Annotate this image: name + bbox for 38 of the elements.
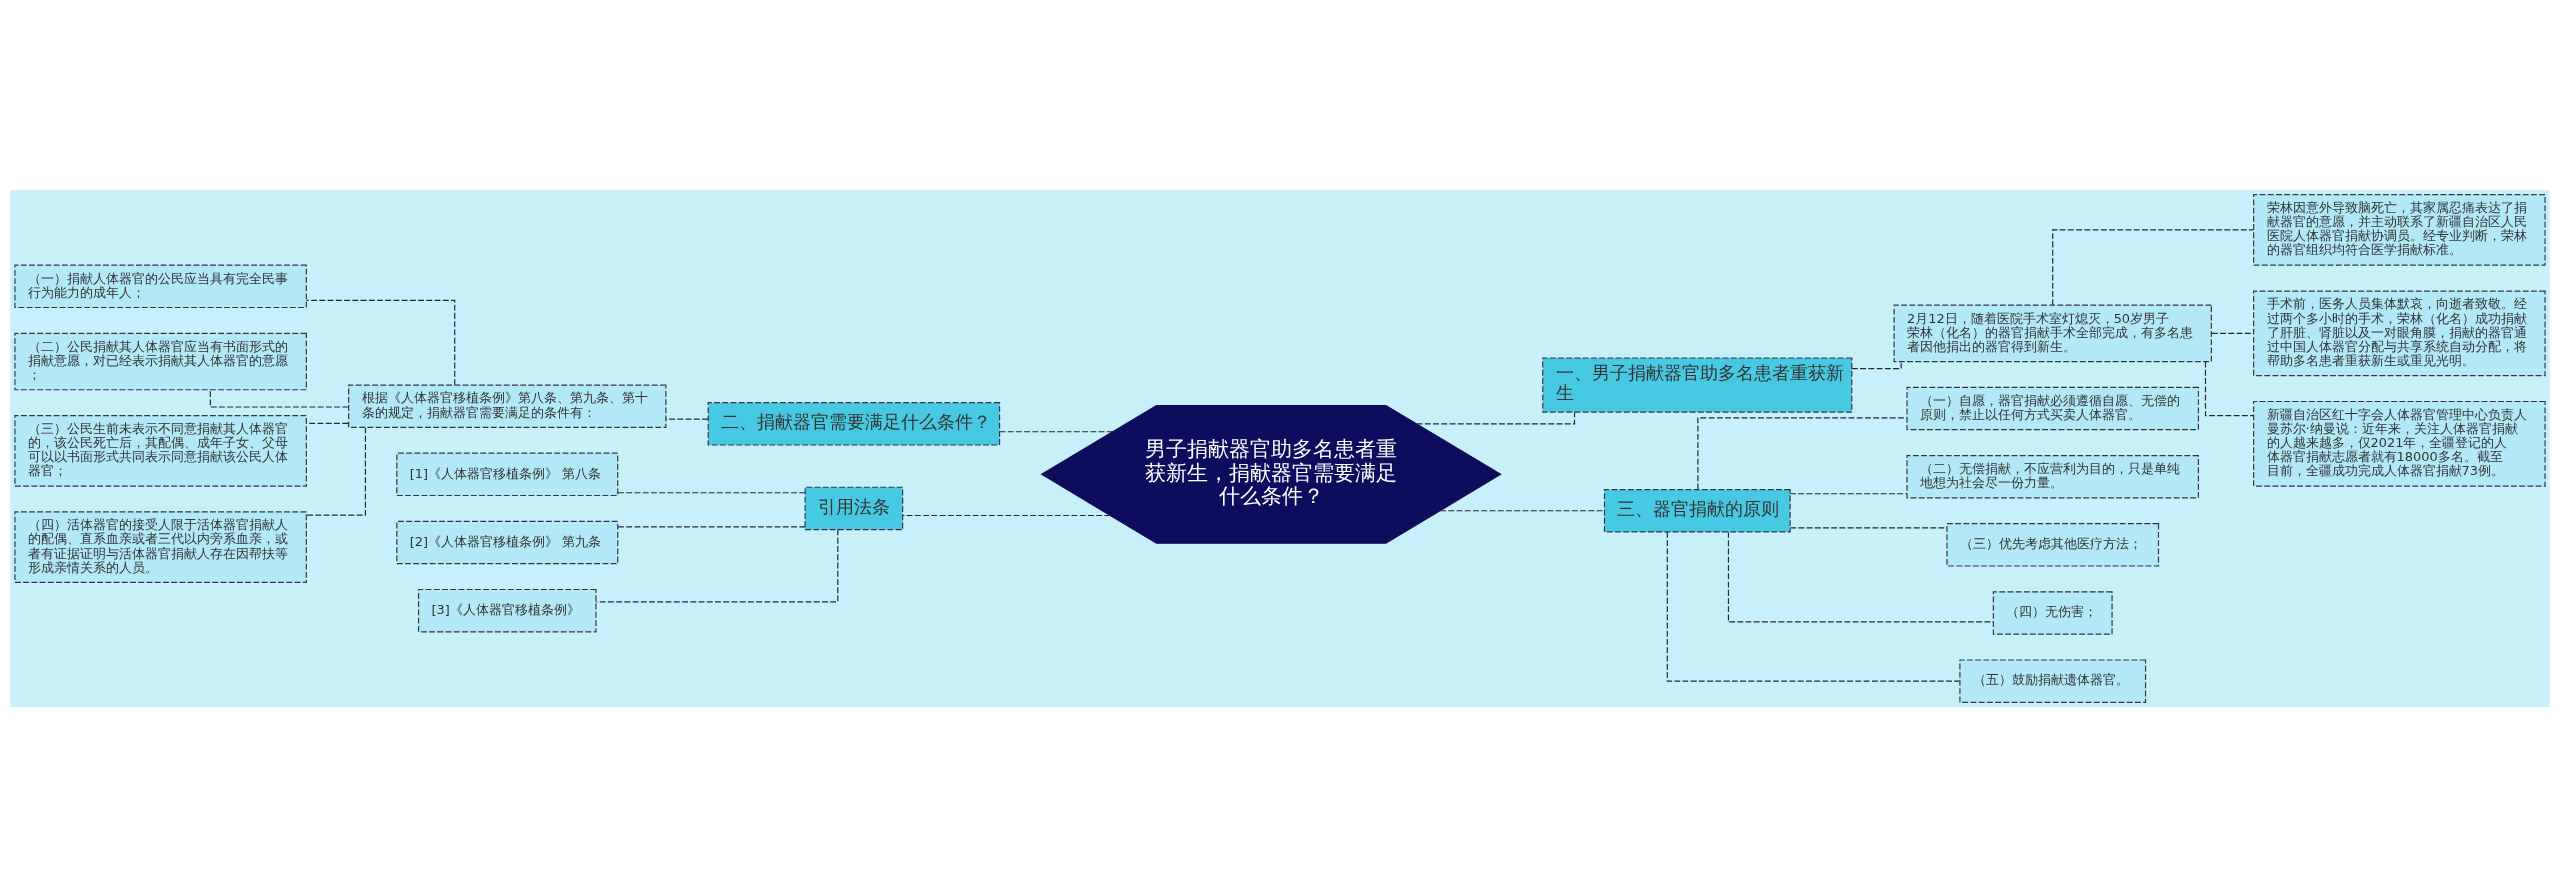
connector — [999, 430, 1114, 432]
node-box: 引用法条 — [804, 486, 904, 530]
connector — [1439, 509, 1605, 511]
connector — [665, 418, 709, 420]
node-box: 根据《人体器官移植条例》第八条、第九条、第十条的规定，捐献器官需要满足的条件有： — [348, 383, 667, 428]
connector — [305, 299, 456, 385]
node-box: （二）无偿捐献，不应营利为目的，只是单纯地想为社会尽一份力量。 — [1906, 454, 2199, 498]
connector — [902, 514, 1111, 516]
connector — [306, 426, 366, 516]
connector — [617, 525, 806, 527]
node-box: （二）公民捐献其人体器官应当有书面形式的捐献意愿，对已经表示捐献其人体器官的意愿； — [14, 332, 307, 390]
node-box: 荣林因意外导致脑死亡，其家属忍痛表达了捐献器官的意愿，并主动联系了新疆自治区人民医院人体器官捐献协调员。经专业判断，荣林的器官组织均符合医学捐献标准。 — [2253, 193, 2546, 266]
node-box: （三）公民生前未表示不同意捐献其人体器官的，该公民死亡后，其配偶、成年子女、父母可以以书面形式共同表示同意捐献该公民人体器官； — [14, 414, 307, 487]
connector — [1697, 416, 1908, 490]
node-box: （一）自愿，器官捐献必须遵循自愿、无偿的原则，禁止以任何方式买卖人体器官。 — [1906, 386, 2199, 430]
connector — [2211, 332, 2255, 334]
connector — [2204, 360, 2254, 416]
node-box: （三）优先考虑其他医疗方法； — [1946, 522, 2160, 567]
node-box: 二、捐献器官需要满足什么条件？ — [707, 401, 1001, 446]
connector — [2052, 228, 2254, 306]
connector — [595, 528, 839, 602]
node-box: （一）捐献人体器官的公民应当具有完全民事行为能力的成年人； — [14, 264, 307, 308]
connector — [1789, 526, 1948, 528]
node-box: [1]《人体器官移植条例》 第八条 — [396, 452, 619, 496]
connector — [617, 491, 806, 493]
node-box: 新疆自治区红十字会人体器官管理中心负责人曼苏尔·纳曼说：近年来，关注人体器官捐献的人越来越多，仅2021年，全疆登记的人体器官捐献志愿者就有18000多名。截至目前，全疆成功完成人体器官捐献73例。 — [2253, 400, 2546, 487]
connector — [1789, 492, 1908, 494]
node-box: （五）鼓励捐献遗体器官。 — [1959, 658, 2147, 703]
node-box: 手术前，医务人员集体默哀，向逝者致敬。经过两个多小时的手术，荣林（化名）成功捐献了肝脏、肾脏以及一对眼角膜，捐献的器官通过中国人体器官分配与共享系统自动分配，将帮助多名患者重获新生或重见光明。 — [2253, 289, 2546, 376]
node-box: 一、男子捐献器官助多名患者重获新生 — [1542, 356, 1853, 413]
node-box: （四）无伤害； — [1992, 590, 2113, 635]
node-box: 2月12日，随着医院手术室灯熄灭，50岁男子荣林（化名）的器官捐献手术全部完成，有多名患者因他捐出的器官得到新生。 — [1893, 304, 2212, 362]
connector — [1727, 531, 1994, 622]
node-box: [2]《人体器官移植条例》 第九条 — [396, 520, 619, 564]
node-box: （四）活体器官的接受人限于活体器官捐献人的配偶、直系血亲或者三代以内旁系血亲，或者有证据证明与活体器官捐献人存在因帮扶等形成亲情关系的人员。 — [14, 510, 307, 583]
connector — [305, 422, 349, 424]
node-box: [3]《人体器官移植条例》 — [417, 588, 597, 632]
node-box: 三、器官捐献的原则 — [1603, 488, 1791, 532]
